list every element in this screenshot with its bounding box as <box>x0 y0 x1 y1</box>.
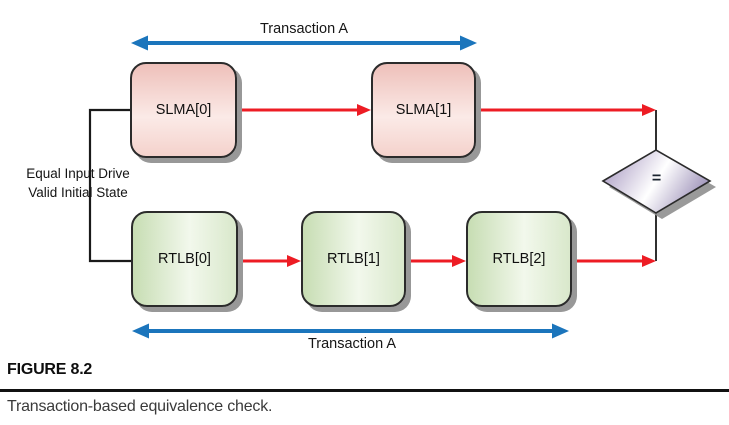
red-flow-arrows <box>238 104 656 267</box>
arrowhead-right-icon <box>552 323 569 339</box>
state-box-slma1: SLMA[1] <box>371 62 476 158</box>
arrowhead-icon <box>357 104 371 116</box>
state-box-label: SLMA[0] <box>155 102 212 118</box>
arrowhead-left-icon <box>131 35 148 51</box>
note-line-1: Equal Input Drive <box>26 166 130 181</box>
arrowhead-icon <box>287 255 301 267</box>
blue-span-arrows <box>131 35 569 339</box>
state-box-label: RTLB[1] <box>327 251 380 267</box>
input-conditions-note: Equal Input Drive Valid Initial State <box>13 164 143 202</box>
arrowhead-icon <box>642 255 656 267</box>
figure-number: FIGURE 8.2 <box>7 361 93 378</box>
state-box-label: RTLB[2] <box>492 251 546 267</box>
arrowhead-icon <box>642 104 656 116</box>
arrowhead-icon <box>452 255 466 267</box>
transaction-a-bottom-label: Transaction A <box>307 336 397 352</box>
state-box-rtlb2: RTLB[2] <box>466 211 572 307</box>
transaction-a-top-label: Transaction A <box>259 21 349 37</box>
state-box-slma0: SLMA[0] <box>130 62 237 158</box>
state-box-rtlb1: RTLB[1] <box>301 211 406 307</box>
state-box-rtlb0: RTLB[0] <box>131 211 238 307</box>
state-box-label: SLMA[1] <box>395 102 452 118</box>
input-connector-line <box>88 108 131 263</box>
arrowhead-left-icon <box>132 323 149 339</box>
arrowhead-right-icon <box>460 35 477 51</box>
figure-caption: Transaction-based equivalence check. <box>7 398 273 415</box>
comparator-diamond <box>601 149 712 214</box>
equals-comparator-label: = <box>651 170 662 187</box>
caption-divider <box>0 389 729 392</box>
note-line-2: Valid Initial State <box>28 185 128 200</box>
state-box-label: RTLB[0] <box>158 251 211 267</box>
